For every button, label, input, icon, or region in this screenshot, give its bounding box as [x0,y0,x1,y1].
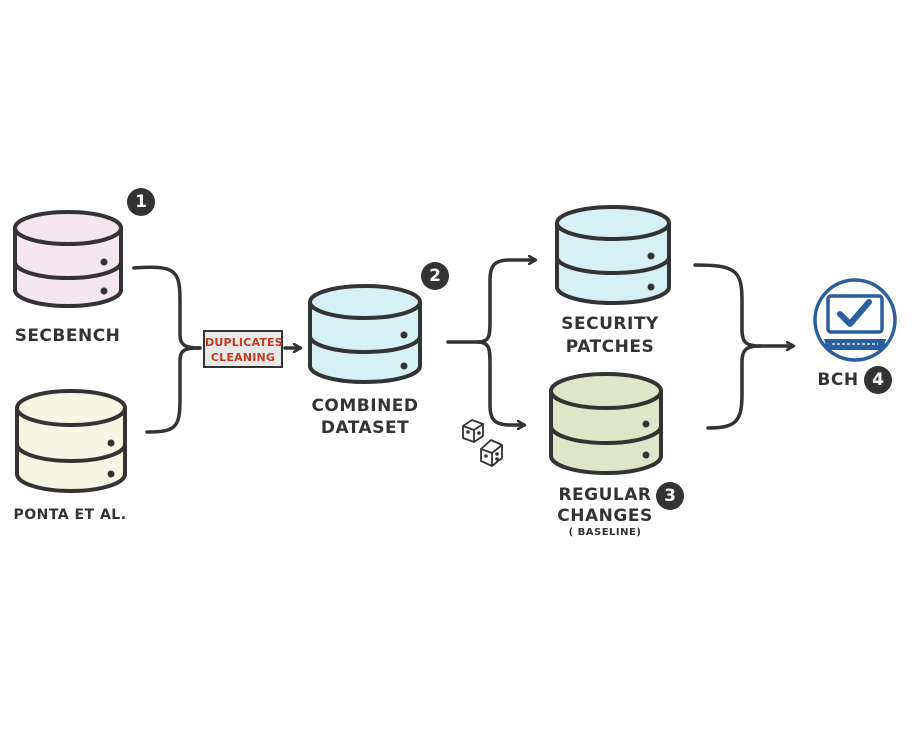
combined-line2: Dataset [320,417,410,438]
bch-connector [693,263,793,430]
security-label: Security Patches [550,314,670,357]
regular-label: Regular Changes ( Baseline) [545,485,665,538]
ponta-database-icon [15,389,127,493]
regular-line2: Changes [557,505,653,526]
secbench-label: SecBench [14,326,121,346]
step-3-badge: 3 [656,482,684,510]
monitor-check-icon [813,278,897,362]
bch-label: BCH [817,370,859,390]
ponta-label: Ponta et al. [13,507,127,523]
step-4-badge: 4 [864,366,892,394]
security-line2: Patches [565,336,655,357]
security-line1: Security [561,314,659,334]
cleaning-label: Cleaning [210,351,276,364]
step-2-badge: 2 [421,262,449,290]
regular-database-icon [549,372,663,475]
step-1-badge: 1 [127,188,155,216]
secbench-database-icon [13,210,123,308]
duplicates-cleaning-box: Duplicates Cleaning [203,330,283,368]
combined-label: Combined Dataset [305,396,425,438]
regular-line1: Regular [558,485,652,505]
combined-line1: Combined [311,396,419,416]
dice-icon [462,419,503,467]
duplicates-label: Duplicates [205,336,283,349]
security-database-icon [555,205,671,305]
combined-database-icon [308,284,422,384]
split-connector [446,260,535,425]
merge-connector [132,265,300,434]
regular-line3: ( Baseline) [568,526,642,538]
